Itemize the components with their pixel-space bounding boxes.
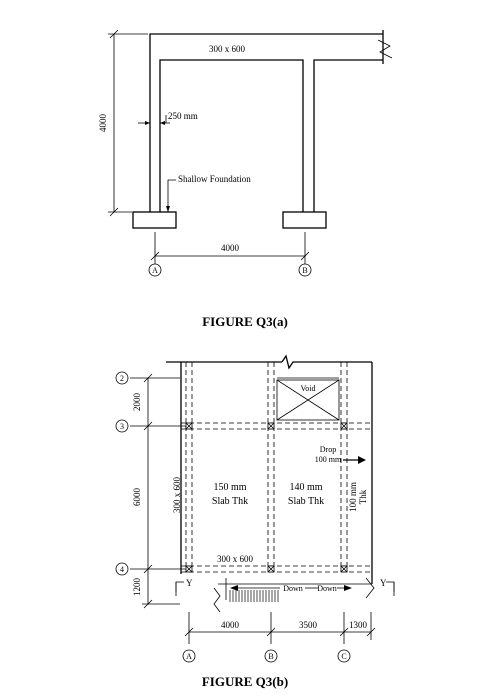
- grid-bubble-b: [298, 263, 312, 277]
- wall-thickness-dimension: [138, 115, 170, 125]
- section-marker-left: [175, 581, 184, 596]
- height-dim-label: 4000: [98, 114, 108, 133]
- foundation-left: [132, 211, 177, 229]
- grid-2-label: 2: [120, 374, 124, 383]
- grid-bubble-3: [115, 419, 129, 433]
- wall-thickness-label: 250 mm: [168, 111, 198, 121]
- grid-4-label: 4: [120, 565, 124, 574]
- dim-6000: 6000: [132, 488, 142, 507]
- dim-1200: 1200: [132, 578, 142, 597]
- figure-a: 300 x 600 4000 250 mm Shallow Foundation: [98, 29, 393, 329]
- beam-horizontal-label: 300 x 600: [217, 554, 254, 564]
- foundation-label: Shallow Foundation: [178, 174, 251, 184]
- span-dimension: [150, 232, 310, 264]
- grid-c-plan-label: C: [341, 652, 346, 661]
- slab2-line2: Slab Thk: [288, 496, 324, 507]
- stair: [213, 577, 375, 613]
- dim-1300: 1300: [349, 620, 368, 630]
- grid-bubble-4: [115, 562, 129, 576]
- plan-top-edge: [166, 354, 372, 370]
- section-marker-right: [386, 581, 395, 596]
- slab1-line2: Slab Thk: [212, 496, 248, 507]
- grid-bubble-b-plan: [264, 649, 278, 663]
- grid-bubble-2: [115, 371, 129, 385]
- stair-down-label-1: Down: [283, 584, 303, 593]
- span-dim-label: 4000: [221, 243, 240, 253]
- section-left-label: Y: [186, 578, 193, 588]
- foundation-right: [282, 211, 327, 229]
- drop-label-1: Drop: [320, 445, 336, 454]
- dim-2000: 2000: [132, 393, 142, 412]
- grid-a-plan-label: A: [186, 652, 192, 661]
- grid-bubble-a: [148, 263, 162, 277]
- foundation-leader: [166, 179, 176, 212]
- horizontal-dimension-chain: [184, 612, 376, 644]
- dim-3500: 3500: [299, 620, 318, 630]
- stair-down-label-2: Down: [317, 584, 337, 593]
- beam-dashed-lines: [181, 362, 372, 573]
- height-dimension: [108, 29, 148, 217]
- beam-label: 300 x 600: [209, 44, 246, 54]
- grid-bubble-a-plan: [182, 649, 196, 663]
- grid-bubble-c-plan: [337, 649, 351, 663]
- void-area: [276, 377, 340, 421]
- slab1-line1: 150 mm: [213, 482, 246, 493]
- slab2-line1: 140 mm: [289, 482, 322, 493]
- grid-b-plan-label: B: [268, 652, 273, 661]
- drop-label-2: 100 mm: [315, 455, 342, 464]
- slab3-line1: 100 mm: [348, 482, 358, 512]
- figure-a-caption: FIGURE Q3(a): [202, 314, 288, 329]
- vertical-dimension-chain: [130, 373, 186, 609]
- void-label: Void: [301, 384, 316, 393]
- dim-4000: 4000: [221, 620, 240, 630]
- columns: [185, 422, 348, 573]
- frame-outline: [149, 30, 393, 212]
- grid-a-label: A: [152, 266, 158, 275]
- drop-arrow: [343, 456, 366, 464]
- grid-b-label: B: [302, 266, 307, 275]
- section-right-label: Y: [380, 578, 387, 588]
- grid-3-label: 3: [120, 422, 124, 431]
- slab3-line2: Thk: [358, 489, 368, 504]
- beam-vertical-label: 300 x 600: [172, 477, 182, 514]
- figure-b-caption: FIGURE Q3(b): [202, 674, 288, 689]
- figure-b: Void Drop 100 mm 150 mm Slab Thk 140 mm …: [115, 354, 395, 689]
